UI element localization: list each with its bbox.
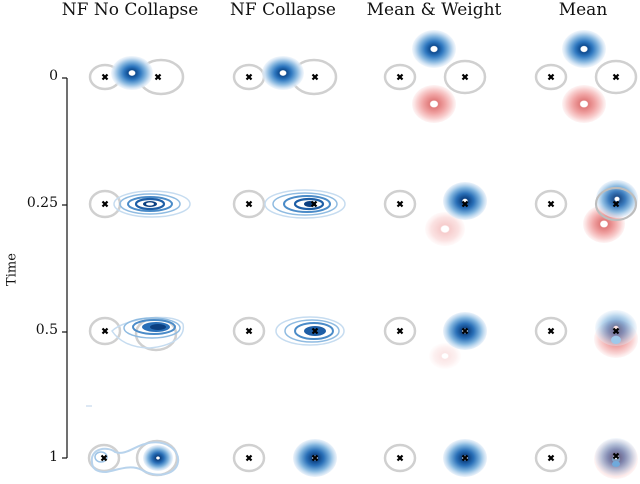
panel-nf-no-collapse-t1 [87, 439, 180, 477]
column-title-mean: Mean [558, 0, 608, 20]
y-tick-025: 0.25 [26, 195, 58, 211]
panel-mean-weight-t0 [383, 30, 487, 123]
column-title-nf-no-collapse: NF No Collapse [61, 0, 199, 20]
column-title-mean-weight: Mean & Weight [366, 0, 502, 20]
panel-mean-weight-t05 [383, 312, 487, 369]
panel-nf-collapse-t1 [232, 439, 337, 477]
panel-nf-no-collapse-t05 [88, 316, 185, 352]
panel-mean-weight-t025 [383, 182, 487, 246]
panel-mean-t05 [534, 310, 638, 358]
y-tick-0: 0 [49, 68, 58, 84]
panel-mean-t1 [534, 438, 638, 479]
y-tick-05: 0.5 [35, 322, 58, 338]
panel-nf-no-collapse-t025 [88, 189, 191, 219]
panel-nf-collapse-t025 [232, 189, 346, 219]
panel-nf-collapse-t05 [232, 316, 345, 346]
panel-mean-t025 [534, 180, 638, 243]
panel-nf-no-collapse-t0 [88, 56, 185, 96]
column-title-nf-collapse: NF Collapse [230, 0, 336, 20]
y-tick-1: 1 [49, 449, 58, 465]
panel-nf-collapse-t0 [232, 56, 338, 96]
panel-mean-t0 [534, 30, 638, 123]
panel-mean-weight-t1 [383, 439, 487, 477]
